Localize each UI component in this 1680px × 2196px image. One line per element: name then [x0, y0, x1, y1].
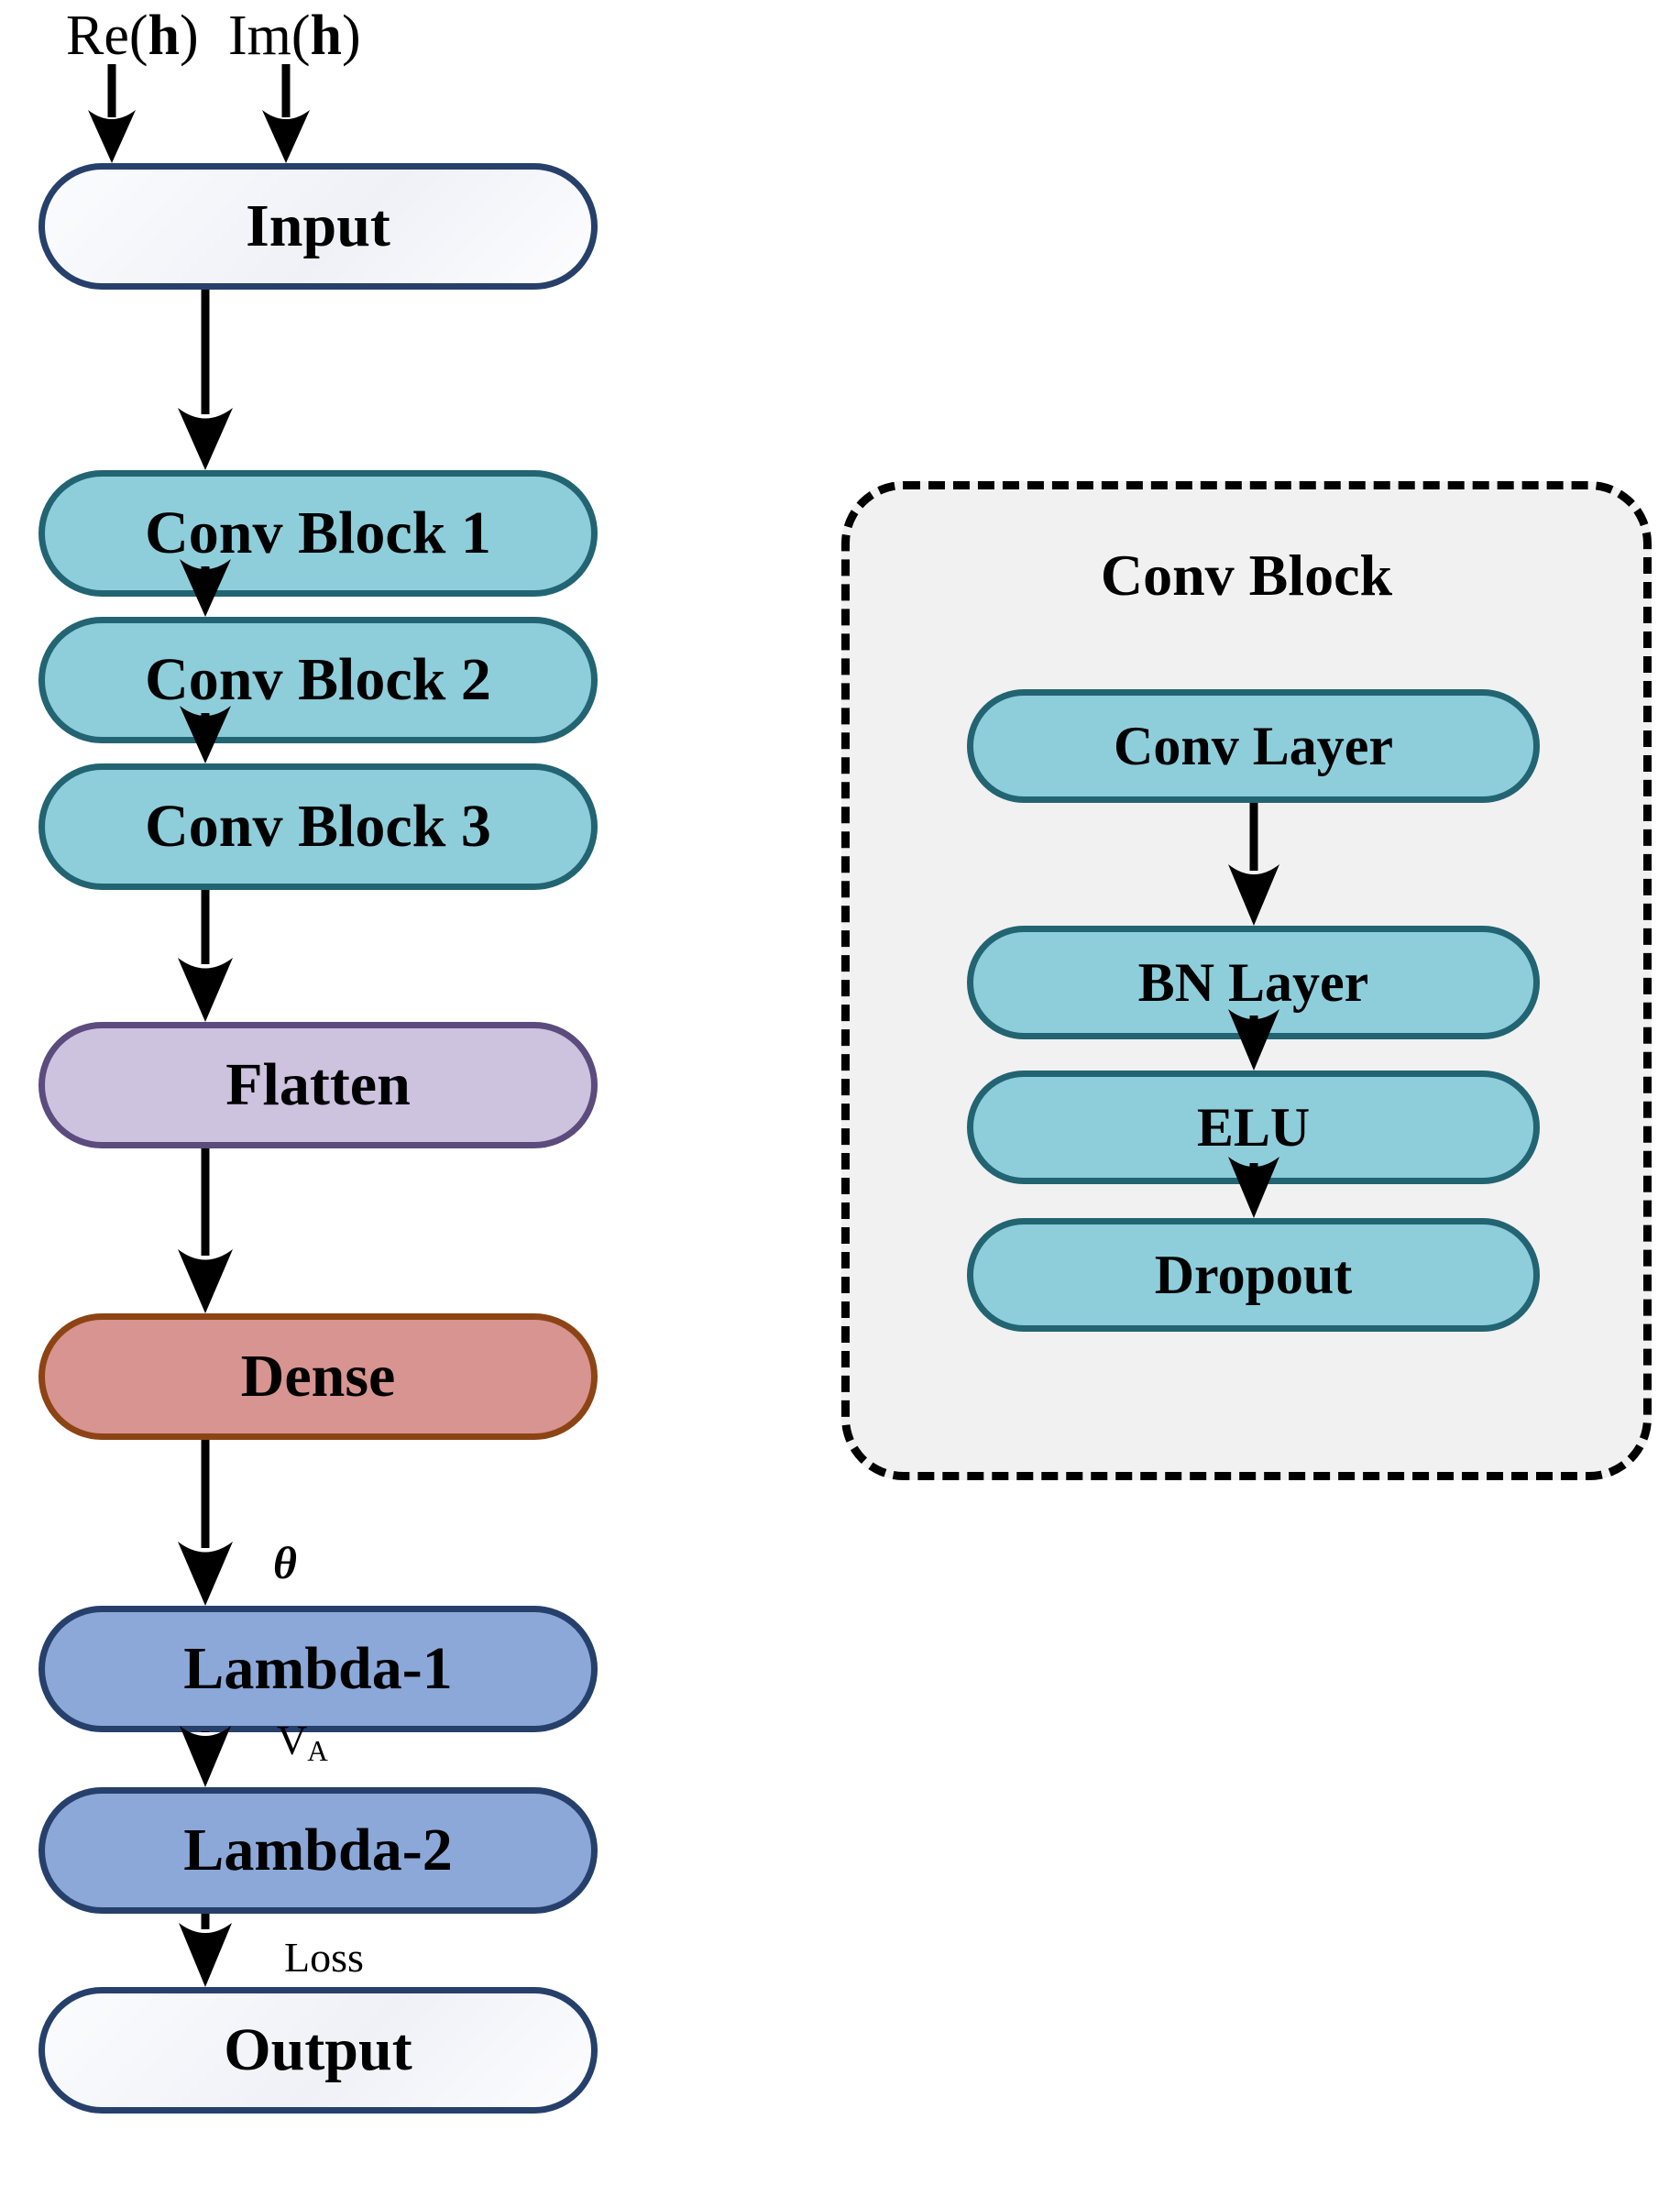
node-lambda-1[interactable]: Lambda-1	[38, 1606, 598, 1732]
node-conv-layer[interactable]: Conv Layer	[967, 689, 1540, 803]
node-conv-block-1[interactable]: Conv Block 1	[38, 470, 598, 597]
input-label-real-bold: h	[148, 5, 181, 67]
node-conv-block-2[interactable]: Conv Block 2	[38, 617, 598, 743]
input-label-real-prefix: Re(	[66, 5, 148, 67]
node-flatten[interactable]: Flatten	[38, 1022, 598, 1148]
node-lambda-2[interactable]: Lambda-2	[38, 1787, 598, 1914]
node-dense[interactable]: Dense	[38, 1313, 598, 1440]
input-label-real: Re(h)	[66, 7, 199, 64]
conv-block-detail-title: Conv Block	[1100, 543, 1393, 608]
edge-label-loss: Loss	[284, 1934, 364, 1981]
input-label-imag-bold: h	[310, 5, 343, 67]
edge-label-va-subscript: A	[307, 1734, 328, 1767]
input-label-real-suffix: )	[180, 5, 199, 67]
edge-label-va: VA	[277, 1717, 328, 1767]
input-label-imag: Im(h)	[228, 7, 361, 64]
edge-label-theta: θ	[273, 1537, 297, 1588]
node-output[interactable]: Output	[38, 1987, 598, 2114]
input-label-imag-prefix: Im(	[228, 5, 311, 67]
node-dropout[interactable]: Dropout	[967, 1218, 1540, 1332]
input-label-imag-suffix: )	[342, 5, 361, 67]
node-input[interactable]: Input	[38, 163, 598, 290]
node-conv-block-3[interactable]: Conv Block 3	[38, 763, 598, 890]
edge-label-va-main: V	[277, 1717, 308, 1763]
